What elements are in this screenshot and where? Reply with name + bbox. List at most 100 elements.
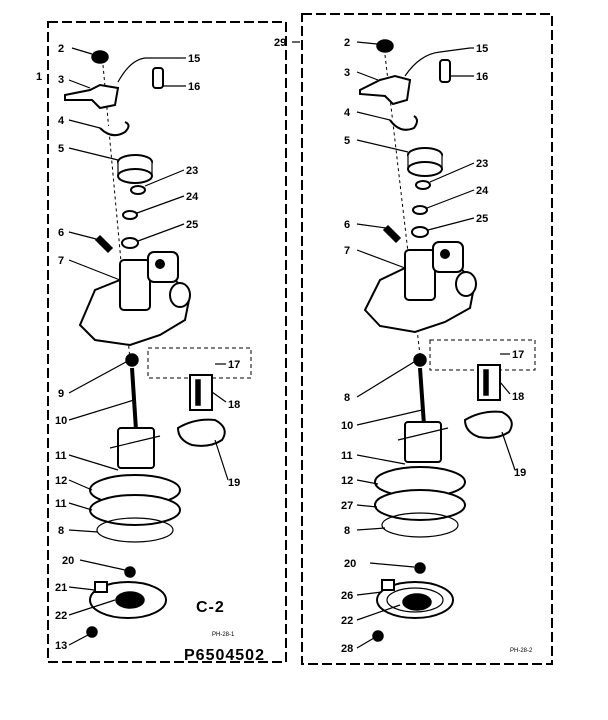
callout-7: 7 — [58, 255, 64, 267]
callout-19: 19 — [228, 477, 240, 489]
r-callout-8: 8 — [344, 392, 350, 404]
r-part-11-cam — [397, 421, 449, 463]
callout-11: 11 — [55, 450, 67, 462]
r-callout-17: 17 — [512, 349, 524, 361]
r-part-10-shaft — [418, 367, 426, 426]
part-9-nut — [125, 353, 139, 367]
part-19-bracket — [176, 418, 226, 447]
r-part-8-nut — [413, 353, 427, 367]
r-part-12-ring — [374, 466, 466, 538]
callout-23: 23 — [186, 165, 198, 177]
part-20-nut — [124, 566, 136, 578]
callout-16: 16 — [188, 81, 200, 93]
right-detail-box — [429, 339, 536, 371]
r-callout-6: 6 — [344, 219, 350, 231]
part-2-nut — [91, 50, 109, 64]
left-small-ref: PH-28-1 — [212, 632, 235, 638]
left-panel: 1 2 3 4 5 6 7 9 10 11 12 11 8 20 21 22 1… — [36, 21, 287, 663]
r-callout-26: 26 — [341, 590, 353, 602]
callout-15: 15 — [188, 53, 200, 65]
r-callout-16: 16 — [476, 71, 488, 83]
r-part-16-pin — [439, 59, 451, 83]
r-callout-4: 4 — [344, 107, 351, 119]
part-4-clip — [99, 121, 130, 137]
callout-10: 10 — [55, 415, 67, 427]
part-23-ring — [130, 185, 146, 195]
callout-21: 21 — [55, 582, 67, 594]
r-part-15-wire — [404, 47, 471, 77]
r-part-25-washer — [411, 226, 429, 238]
callout-8: 8 — [58, 525, 64, 537]
callout-9: 9 — [58, 388, 64, 400]
r-callout-23: 23 — [476, 158, 488, 170]
r-callout-29: 29 — [274, 37, 286, 49]
callout-17: 17 — [228, 359, 240, 371]
r-callout-28: 28 — [341, 643, 353, 655]
right-small-ref: PH-28-2 — [510, 648, 533, 654]
callout-11b: 11 — [55, 498, 67, 510]
callout-1: 1 — [36, 71, 42, 83]
r-part-19-bracket — [463, 410, 513, 439]
callout-4: 4 — [58, 115, 65, 127]
r-part-18-switch — [477, 364, 501, 401]
callout-18: 18 — [228, 399, 240, 411]
r-part-28-screw — [372, 630, 384, 642]
r-part-23-ring — [415, 180, 431, 190]
r-part-26-22-base — [376, 579, 454, 619]
callout-12: 12 — [55, 475, 67, 487]
right-panel: 29 2 3 4 5 6 7 8 10 11 12 27 8 20 26 22 … — [274, 13, 553, 665]
part-11-cam — [109, 427, 161, 469]
r-callout-2: 2 — [344, 37, 350, 49]
part-16-pin — [152, 67, 164, 89]
r-part-20-nut — [414, 562, 426, 574]
r-callout-24: 24 — [476, 185, 489, 197]
r-part-7-housing — [363, 241, 477, 334]
r-callout-7: 7 — [344, 245, 350, 257]
part-6-screw — [94, 234, 114, 254]
callout-5: 5 — [58, 143, 64, 155]
r-callout-8b: 8 — [344, 525, 350, 537]
r-part-2-nut — [376, 39, 394, 53]
r-part-6-screw — [382, 224, 402, 244]
part-15-wire — [117, 57, 180, 83]
part-3-bracket — [64, 83, 120, 110]
section-label: C-2 — [196, 599, 225, 616]
r-part-4-clip — [389, 115, 418, 131]
r-callout-19: 19 — [514, 467, 526, 479]
part-7-housing — [78, 251, 192, 347]
part-code: P6504502 — [184, 647, 265, 664]
part-10-shaft — [130, 367, 138, 431]
callout-20: 20 — [62, 555, 74, 567]
callout-22: 22 — [55, 610, 67, 622]
callout-13: 13 — [55, 640, 67, 652]
left-panel-border — [47, 21, 287, 663]
part-25-washer — [121, 237, 139, 249]
r-part-24-washer — [412, 205, 428, 215]
r-callout-18: 18 — [512, 391, 524, 403]
r-callout-27: 27 — [341, 500, 353, 512]
part-24-washer — [122, 210, 138, 220]
callout-24: 24 — [186, 191, 199, 203]
callout-2: 2 — [58, 43, 64, 55]
r-callout-11: 11 — [341, 450, 353, 462]
r-callout-20: 20 — [344, 558, 356, 570]
r-callout-15: 15 — [476, 43, 488, 55]
callout-3: 3 — [58, 74, 64, 86]
callout-25: 25 — [186, 219, 198, 231]
part-12-ring — [89, 474, 181, 543]
part-21-22-base — [89, 581, 167, 619]
r-part-5-pulley — [407, 147, 443, 177]
part-18-switch — [189, 374, 213, 411]
r-callout-22: 22 — [341, 615, 353, 627]
r-callout-5: 5 — [344, 135, 350, 147]
part-5-pulley — [117, 154, 153, 184]
r-callout-10: 10 — [341, 420, 353, 432]
r-callout-3: 3 — [344, 67, 350, 79]
callout-6: 6 — [58, 227, 64, 239]
right-panel-border — [301, 13, 553, 665]
r-part-3-bracket — [359, 74, 412, 106]
part-13-screw — [86, 626, 98, 638]
r-callout-25: 25 — [476, 213, 488, 225]
r-callout-12: 12 — [341, 475, 353, 487]
